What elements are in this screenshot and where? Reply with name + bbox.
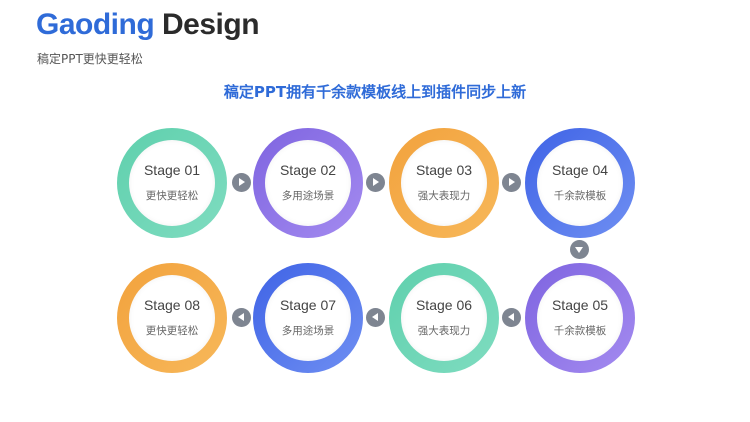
brand-logo: Gaoding Design (36, 8, 260, 42)
stage-07-circle: Stage 07 多用途场景 (253, 263, 363, 373)
stage-07-desc: 多用途场景 (281, 325, 335, 337)
stage-06-desc: 强大表现力 (417, 325, 471, 337)
stage-02-label: Stage 02 (279, 162, 337, 178)
stage-01-label: Stage 01 (143, 162, 201, 178)
arrow-left-icon (232, 308, 251, 327)
stage-08-circle: Stage 08 更快更轻松 (117, 263, 227, 373)
stage-05-label: Stage 05 (551, 297, 609, 313)
stage-07-inner (265, 275, 351, 361)
arrow-right-icon (366, 173, 385, 192)
stage-01-circle: Stage 01 更快更轻松 (117, 128, 227, 238)
stage-05-inner (537, 275, 623, 361)
stage-02-desc: 多用途场景 (281, 190, 335, 202)
arrow-right-icon (232, 173, 251, 192)
stage-08-label: Stage 08 (143, 297, 201, 313)
stage-04-desc: 千余款模板 (553, 190, 607, 202)
stage-04-inner (537, 140, 623, 226)
stage-01-inner (129, 140, 215, 226)
subtitle: 稿定PPT更快更轻松 (37, 52, 143, 66)
stage-08-desc: 更快更轻松 (145, 325, 199, 337)
arrow-down-icon (570, 240, 589, 259)
headline: 稿定PPT拥有千余款模板线上到插件同步上新 (223, 83, 527, 101)
arrow-left-icon (366, 308, 385, 327)
arrow-right-icon (502, 173, 521, 192)
stage-03-circle: Stage 03 强大表现力 (389, 128, 499, 238)
stage-06-inner (401, 275, 487, 361)
stage-05-desc: 千余款模板 (553, 325, 607, 337)
stage-04-circle: Stage 04 千余款模板 (525, 128, 635, 238)
stage-05-circle: Stage 05 千余款模板 (525, 263, 635, 373)
stage-06-circle: Stage 06 强大表现力 (389, 263, 499, 373)
brand-name-part2: Design (162, 8, 260, 41)
brand-name-part1: Gaoding (36, 8, 155, 41)
stage-03-label: Stage 03 (415, 162, 473, 178)
stage-03-inner (401, 140, 487, 226)
stage-06-label: Stage 06 (415, 297, 473, 313)
stage-08-inner (129, 275, 215, 361)
stage-01-desc: 更快更轻松 (145, 190, 199, 202)
stage-02-inner (265, 140, 351, 226)
stage-02-circle: Stage 02 多用途场景 (253, 128, 363, 238)
stage-04-label: Stage 04 (551, 162, 609, 178)
stage-03-desc: 强大表现力 (417, 190, 471, 202)
arrow-left-icon (502, 308, 521, 327)
stage-07-label: Stage 07 (279, 297, 337, 313)
